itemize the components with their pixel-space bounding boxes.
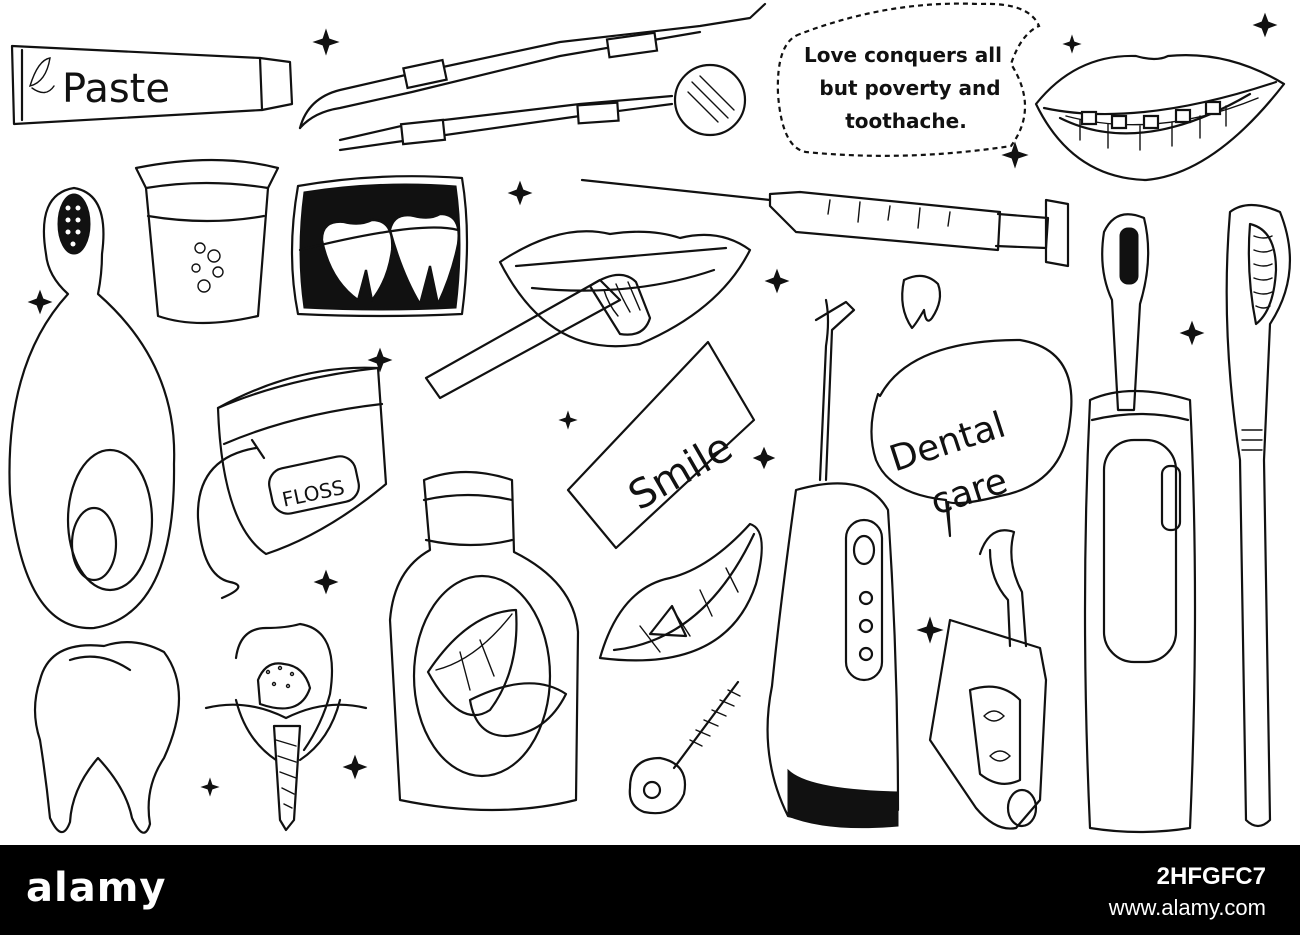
toothpaste-tube: Paste <box>12 46 292 124</box>
dental-tools <box>300 4 765 150</box>
smile-label: Smile <box>621 424 740 519</box>
tooth-implant <box>206 624 366 830</box>
manual-toothbrush <box>1227 205 1290 826</box>
smile-tag: Smile <box>568 342 754 548</box>
quote-line-3: toothache. <box>845 109 967 133</box>
lips-with-toothbrush <box>426 231 750 398</box>
lips-with-braces <box>1036 55 1284 180</box>
sparkle-icons <box>29 14 1276 795</box>
molar-tooth <box>35 642 179 833</box>
lips-with-teeth <box>600 524 762 660</box>
quote-line-1: Love conquers all <box>804 43 1002 67</box>
mouthwash-cup <box>136 160 278 323</box>
mouthwash-bottle <box>390 472 578 810</box>
dental-doodle-illustration: Paste Love conquers all but poverty and … <box>0 0 1300 845</box>
small-tooth-icon <box>902 276 940 328</box>
syringe <box>582 180 1068 266</box>
watermark-footer-bar: alamy 2HFGFC7 www.alamy.com <box>0 845 1300 935</box>
floss-container: FLOSS <box>198 368 386 598</box>
dental-care-speech-bubble: Dental care <box>871 340 1071 536</box>
quote-speech-bubble: Love conquers all but poverty and tootha… <box>778 4 1039 156</box>
electric-toothbrush-head <box>9 188 174 628</box>
image-id: 2HFGFC7 <box>1156 863 1266 890</box>
alamy-logo: alamy <box>26 865 167 911</box>
paste-label: Paste <box>62 66 170 112</box>
electric-toothbrush <box>1085 214 1195 832</box>
quote-line-2: but poverty and <box>819 76 1000 100</box>
squeezed-toothpaste-tube <box>930 530 1046 828</box>
dental-x-ray <box>292 176 467 316</box>
footer-info: 2HFGFC7 www.alamy.com <box>1109 863 1266 921</box>
care-label: care <box>926 460 1013 523</box>
water-flosser <box>768 300 898 828</box>
site-url: www.alamy.com <box>1108 895 1266 920</box>
interdental-brush <box>630 682 740 813</box>
